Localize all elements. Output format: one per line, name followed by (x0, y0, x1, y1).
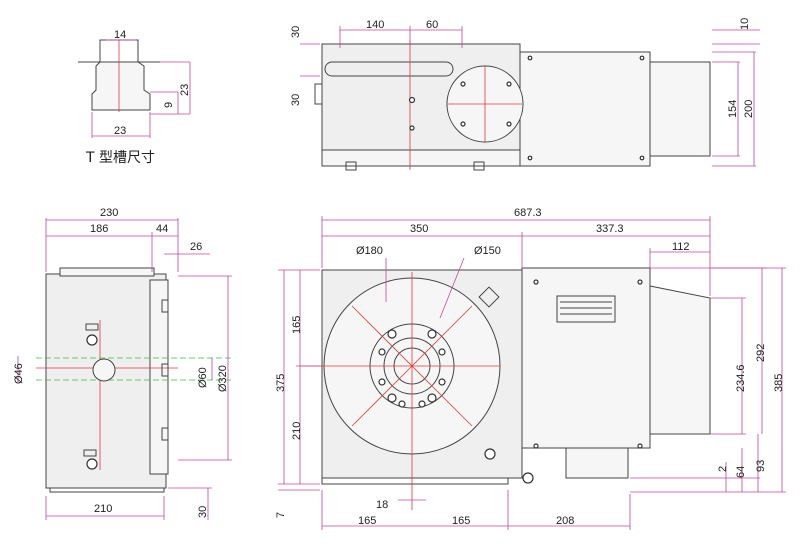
front-bottom-block (565, 447, 629, 479)
top-slot (324, 61, 454, 77)
side-dim-320: Ø320 (217, 365, 229, 392)
side-dim-210: 210 (94, 503, 112, 515)
front-dim-210v: 210 (291, 422, 303, 440)
top-base (321, 149, 521, 167)
tslot-profile (91, 61, 151, 111)
side-view: 230 186 44 26 Ø46 Ø60 Ø320 210 30 (13, 207, 232, 520)
front-dim-64: 64 (735, 466, 747, 478)
top-dim-10: 10 (739, 18, 751, 30)
top-dim-30b: 30 (290, 94, 302, 106)
top-dim-30a: 30 (290, 26, 302, 38)
front-dim-2: 2 (717, 466, 729, 472)
tslot-detail: 14 23 9 23 T 型槽尺寸 (78, 29, 191, 166)
tslot-dim-bottom: 23 (114, 125, 126, 137)
front-view: 687.3 350 337.3 112 Ø180 Ø150 375 165 21… (275, 207, 786, 530)
tslot-dim-step: 9 (163, 102, 175, 108)
front-dim-687: 687.3 (514, 207, 542, 219)
top-dim-140: 140 (366, 19, 384, 31)
side-face (149, 279, 169, 475)
front-motor-cover (649, 285, 711, 435)
front-dim-208: 208 (556, 515, 574, 527)
front-dim-112: 112 (672, 241, 690, 253)
front-dim-d180: Ø180 (356, 245, 383, 257)
front-dim-350: 350 (410, 223, 428, 235)
side-dim-44: 44 (156, 223, 168, 235)
top-view: 140 60 30 30 10 154 200 (290, 18, 760, 171)
top-motor-cover (649, 61, 711, 157)
tslot-dim-top: 14 (114, 29, 126, 41)
top-dim-154: 154 (727, 100, 739, 118)
side-dim-46: Ø46 (13, 363, 25, 384)
side-dim-230: 230 (100, 207, 118, 219)
front-dim-93: 93 (755, 460, 767, 472)
tslot-dim-height: 23 (179, 84, 191, 96)
front-dim-d150: Ø150 (474, 245, 501, 257)
side-dim-30: 30 (197, 506, 209, 518)
front-dim-7: 7 (275, 512, 287, 518)
side-dim-60: Ø60 (197, 367, 209, 388)
front-dim-385: 385 (773, 374, 785, 392)
top-left-lug (314, 83, 323, 105)
side-top-lip (59, 267, 155, 277)
front-dim-165a: 165 (358, 515, 376, 527)
front-fitting (484, 448, 496, 460)
front-dim-292: 292 (755, 344, 767, 362)
side-dim-26: 26 (190, 241, 202, 253)
side-dim-186: 186 (90, 223, 108, 235)
front-dim-234: 234.6 (735, 364, 747, 392)
side-fitting-lower (86, 458, 98, 470)
nameplate (556, 295, 616, 323)
top-dim-200: 200 (743, 100, 755, 118)
front-dim-337: 337.3 (596, 223, 624, 235)
side-center-boss (92, 358, 116, 382)
front-dim-165b: 165 (452, 515, 470, 527)
front-dim-165v: 165 (291, 316, 303, 334)
top-motor-housing (519, 51, 651, 167)
front-motor-housing (521, 267, 651, 449)
tslot-caption: T 型槽尺寸 (85, 150, 155, 166)
side-fitting-upper (86, 334, 98, 346)
top-dim-60: 60 (426, 19, 438, 31)
front-dim-18: 18 (376, 499, 388, 511)
front-dim-375: 375 (275, 374, 287, 392)
